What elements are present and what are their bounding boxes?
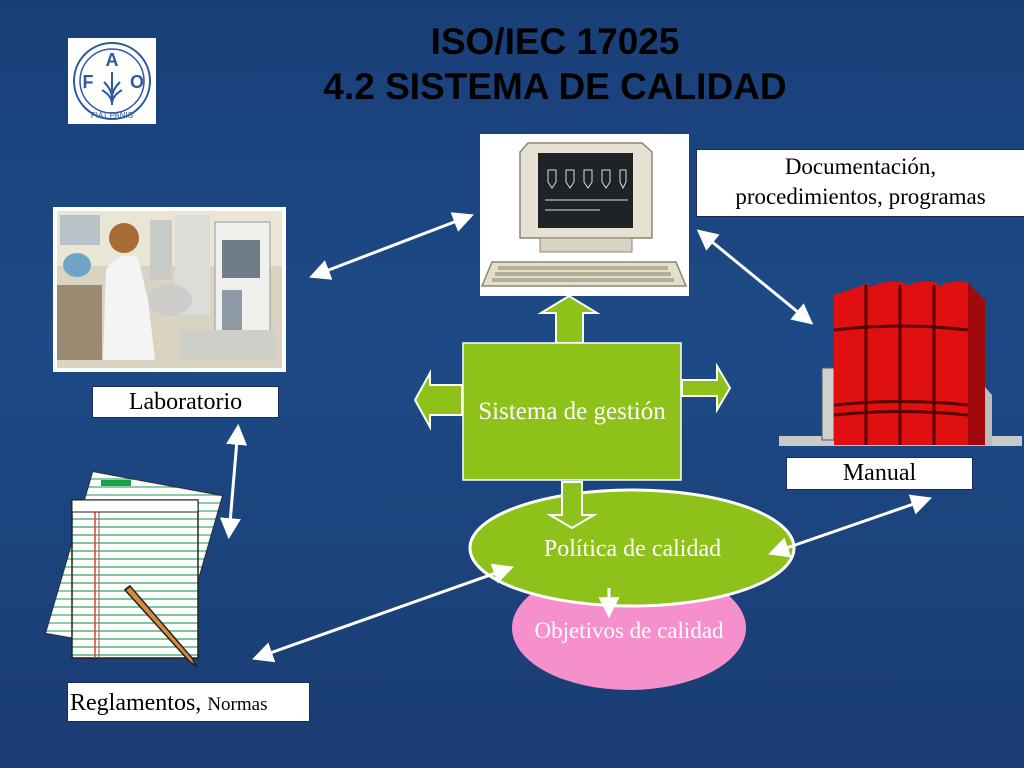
sistema-de-gestion-box bbox=[462, 342, 682, 481]
documentacion-label-line-1: Documentación, bbox=[784, 154, 937, 179]
notepads-illustration bbox=[45, 471, 223, 669]
laboratorio-photo bbox=[53, 207, 286, 372]
objetivos-de-calidad-text: Objetivos de calidad bbox=[534, 618, 724, 643]
computer-photo bbox=[480, 134, 689, 296]
arrow-laboratorio-reglamentos bbox=[219, 423, 248, 540]
title-line-1: ISO/IEC 17025 bbox=[430, 21, 680, 62]
manual-binders bbox=[779, 281, 1022, 446]
arrow-politica-manual bbox=[768, 494, 932, 558]
sistema-de-gestion-text: Sistema de gestión bbox=[478, 398, 666, 425]
title-line-2: 4.2 SISTEMA DE CALIDAD bbox=[323, 66, 787, 107]
laboratorio-label: Laboratorio bbox=[92, 386, 279, 418]
arrow-documentacion-manual bbox=[696, 229, 814, 325]
sistema-block-arrows bbox=[413, 294, 732, 530]
manual-label: Manual bbox=[786, 457, 973, 490]
normas-text: Normas bbox=[207, 694, 268, 715]
reglamentos-text: Reglamentos, bbox=[70, 690, 202, 716]
documentacion-label: Documentación, procedimientos, programas bbox=[696, 149, 1024, 217]
politica-de-calidad-text: Política de calidad bbox=[543, 536, 722, 562]
reglamentos-label: Reglamentos, Normas bbox=[67, 682, 310, 722]
documentacion-label-line-2: procedimientos, programas bbox=[735, 184, 986, 209]
arrow-laboratorio-computer bbox=[309, 212, 474, 280]
arrow-reglamentos-politica bbox=[252, 563, 514, 663]
